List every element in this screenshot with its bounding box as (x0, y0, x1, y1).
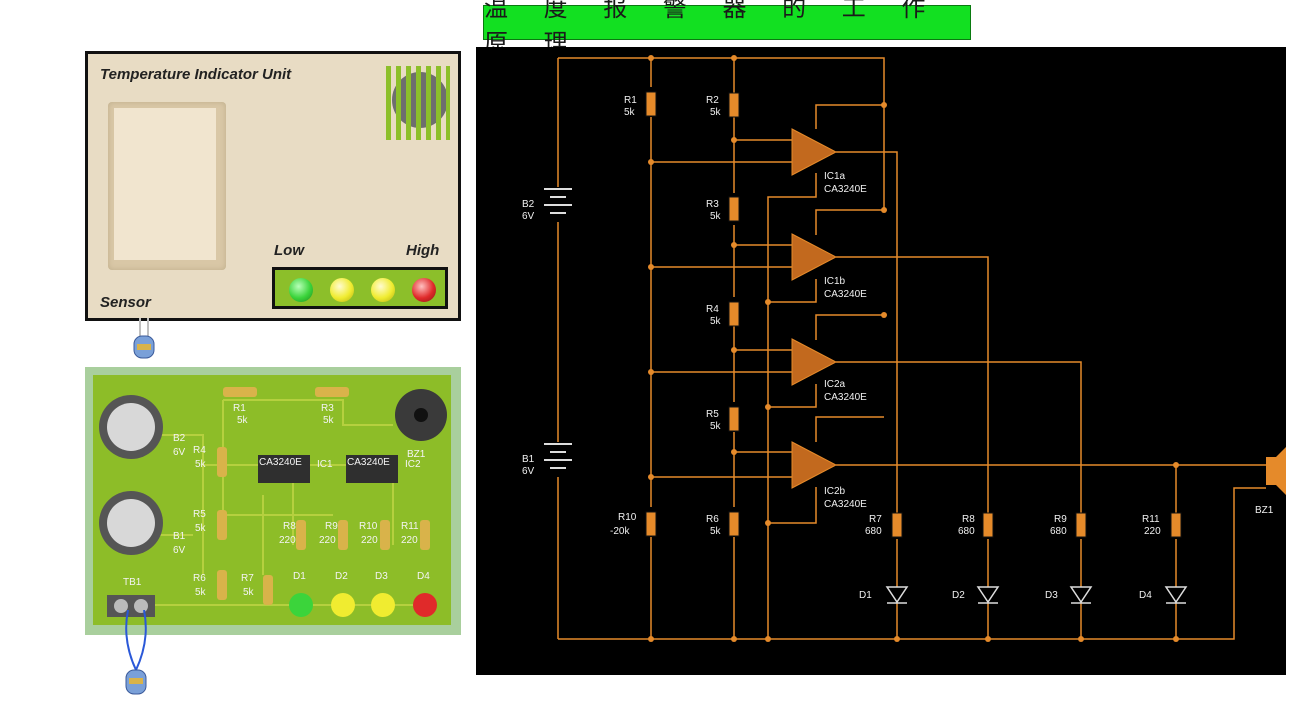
page-title-banner: 温 度 报 警 器 的 工 作 原 理 (483, 0, 971, 57)
label-ic2a: IC2a (824, 379, 846, 390)
sensor-window (108, 102, 226, 270)
led-yellow-1 (330, 278, 354, 302)
label-r9: R9 (1054, 514, 1067, 525)
pcb-label-r1-value: 5k (237, 415, 248, 426)
pcb-label-b1-value: 6V (173, 545, 186, 556)
label-r4: R4 (706, 304, 719, 315)
label-d1: D1 (859, 590, 872, 601)
pcb-label-r7: R7 (241, 573, 254, 584)
pcb-label-r4-value: 5k (195, 459, 206, 470)
pcb-label-r5-value: 5k (195, 523, 206, 534)
sensor-label: Sensor (100, 294, 151, 311)
pcb-label-r3-value: 5k (323, 415, 334, 426)
label-r6-value: 5k (710, 526, 722, 537)
label-b1: B1 (522, 454, 535, 465)
pcb-board: R1 5k R3 5k B2 6V R4 5k CA3240E IC1 CA32… (93, 375, 451, 625)
label-r11: R11 (1142, 514, 1160, 525)
label-r8: R8 (962, 514, 975, 525)
pcb-label-d1: D1 (293, 571, 306, 582)
pcb-label-d4: D4 (417, 571, 430, 582)
label-r11-value: 220 (1144, 526, 1161, 537)
temperature-indicator-unit: Temperature Indicator Unit Sensor Low Hi… (85, 51, 461, 321)
unit-title: Temperature Indicator Unit (100, 66, 292, 83)
pcb-label-b2-value: 6V (173, 447, 186, 458)
pcb-label-r11-value: 220 (401, 535, 418, 546)
pcb-label-r5: R5 (193, 509, 206, 520)
thermistor-probe-lower-icon (125, 610, 147, 695)
label-r10-value: -20k (610, 526, 630, 537)
pcb-label-r10: R10 (359, 521, 378, 532)
low-label: Low (274, 242, 304, 259)
pcb-label-r11: R11 (401, 521, 419, 532)
label-d3: D3 (1045, 590, 1058, 601)
pcb-label-ic2: IC2 (405, 459, 421, 470)
label-b2-value: 6V (522, 211, 535, 222)
label-r8-value: 680 (958, 526, 975, 537)
pcb-label-bz1: BZ1 (407, 449, 426, 460)
label-ic1a-part: CA3240E (824, 184, 867, 195)
pcb-label-r8: R8 (283, 521, 296, 532)
led-panel (272, 267, 448, 309)
label-r2-value: 5k (710, 107, 722, 118)
high-label: High (406, 242, 440, 259)
pcb-label-r3: R3 (321, 403, 334, 414)
pcb-label-ic1: IC1 (317, 459, 333, 470)
pcb-label-r9: R9 (325, 521, 338, 532)
pcb-label-r6: R6 (193, 573, 206, 584)
pcb-label-ic2-part: CA3240E (347, 457, 390, 468)
label-r9-value: 680 (1050, 526, 1067, 537)
pcb-label-r7-value: 5k (243, 587, 254, 598)
pcb-label-r8-value: 220 (279, 535, 296, 546)
pcb-label-b1: B1 (173, 531, 186, 542)
label-r5-value: 5k (710, 421, 722, 432)
label-b2: B2 (522, 199, 535, 210)
schematic-drawing: B2 6V B1 6V R1 5k R2 5k R3 5k R4 5k R5 5… (522, 55, 1286, 642)
label-r7: R7 (869, 514, 882, 525)
label-r4-value: 5k (710, 316, 722, 327)
label-ic1b-part: CA3240E (824, 289, 867, 300)
led-red (412, 278, 436, 302)
pcb-label-ic1-part: CA3240E (259, 457, 302, 468)
label-r1-value: 5k (624, 107, 636, 118)
label-d4: D4 (1139, 590, 1152, 601)
speaker-grille-icon (386, 66, 450, 140)
pcb-traces (99, 387, 447, 617)
label-ic2b: IC2b (824, 486, 846, 497)
label-b1-value: 6V (522, 466, 535, 477)
pcb-label-d2: D2 (335, 571, 348, 582)
pcb-label-r10-value: 220 (361, 535, 378, 546)
label-ic1a: IC1a (824, 171, 846, 182)
label-r10: R10 (618, 512, 637, 523)
label-r3-value: 5k (710, 211, 722, 222)
pcb-label-d3: D3 (375, 571, 388, 582)
pcb-label-b2: B2 (173, 433, 186, 444)
led-yellow-2 (371, 278, 395, 302)
label-ic1b: IC1b (824, 276, 846, 287)
label-d2: D2 (952, 590, 965, 601)
circuit-schematic: B2 6V B1 6V R1 5k R2 5k R3 5k R4 5k R5 5… (476, 47, 1286, 675)
label-r2: R2 (706, 95, 719, 106)
pcb-label-r4: R4 (193, 445, 206, 456)
label-r1: R1 (624, 95, 637, 106)
label-r3: R3 (706, 199, 719, 210)
pcb-label-r1: R1 (233, 403, 246, 414)
pcb-label-r6-value: 5k (195, 587, 206, 598)
label-r6: R6 (706, 514, 719, 525)
label-r5: R5 (706, 409, 719, 420)
label-bz1: BZ1 (1255, 505, 1274, 516)
pcb-label-tb1: TB1 (123, 577, 142, 588)
led-green (289, 278, 313, 302)
pcb-assembly: R1 5k R3 5k B2 6V R4 5k CA3240E IC1 CA32… (85, 367, 461, 635)
label-r7-value: 680 (865, 526, 882, 537)
label-ic2b-part: CA3240E (824, 499, 867, 510)
label-ic2a-part: CA3240E (824, 392, 867, 403)
thermistor-probe-icon (133, 318, 155, 359)
pcb-label-r9-value: 220 (319, 535, 336, 546)
